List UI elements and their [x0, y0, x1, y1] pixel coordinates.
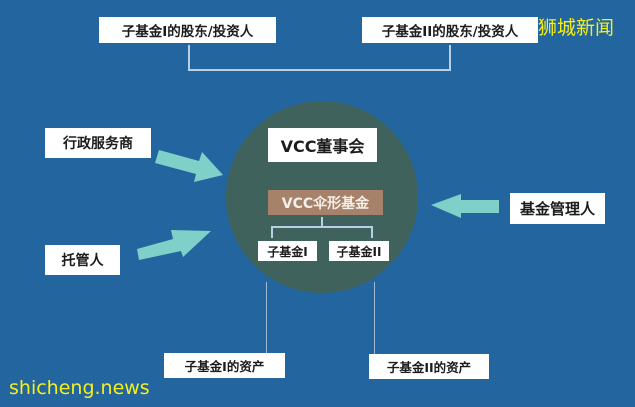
arrow-administrator-icon — [155, 150, 223, 182]
connector-inner-stem — [321, 217, 323, 227]
vcc-board-label: VCC董事会 — [280, 137, 365, 156]
connector-inner-horizontal — [271, 226, 373, 228]
arrow-custodian-icon — [137, 230, 211, 260]
connector-top-left — [188, 45, 190, 71]
sub-fund-2-box: 子基金II — [329, 241, 389, 261]
vcc-board-box: VCC董事会 — [268, 128, 377, 162]
sub-fund-2-assets-box: 子基金II的资产 — [369, 354, 489, 379]
sub-fund-1-label: 子基金I — [267, 244, 308, 259]
connector-bottom-right — [374, 282, 375, 354]
connector-inner-left — [271, 226, 273, 238]
sub-fund-2-assets-label: 子基金II的资产 — [386, 360, 472, 375]
sub-fund-2-shareholders-box: 子基金II的股东/投资人 — [362, 17, 538, 43]
connector-top-horizontal — [188, 69, 451, 71]
sub-fund-2-label: 子基金II — [336, 244, 382, 259]
sub-fund-1-assets-label: 子基金I的资产 — [184, 359, 265, 374]
sub-fund-1-box: 子基金I — [258, 241, 317, 261]
vcc-umbrella-fund-box: VCC伞形基金 — [268, 190, 383, 215]
fund-manager-label: 基金管理人 — [519, 200, 595, 218]
sub-fund-1-assets-box: 子基金I的资产 — [164, 353, 285, 378]
arrow-fund-manager-icon — [431, 194, 499, 218]
connector-inner-right — [371, 226, 373, 238]
connector-top-right — [449, 45, 451, 71]
custodian-label: 托管人 — [61, 253, 104, 269]
sub-fund-1-shareholders-box: 子基金I的股东/投资人 — [99, 17, 276, 43]
administrator-box: 行政服务商 — [45, 128, 151, 158]
administrator-label: 行政服务商 — [63, 136, 133, 152]
custodian-box: 托管人 — [45, 245, 120, 275]
vcc-umbrella-fund-label: VCC伞形基金 — [281, 195, 370, 212]
sub-fund-2-shareholders-label: 子基金II的股东/投资人 — [381, 24, 519, 40]
fund-manager-box: 基金管理人 — [510, 193, 605, 224]
connector-bottom-left — [266, 282, 267, 354]
watermark-chinese: 狮城新闻 — [538, 17, 615, 39]
watermark-url: shicheng.news — [9, 377, 150, 399]
sub-fund-1-shareholders-label: 子基金I的股东/投资人 — [121, 24, 254, 40]
